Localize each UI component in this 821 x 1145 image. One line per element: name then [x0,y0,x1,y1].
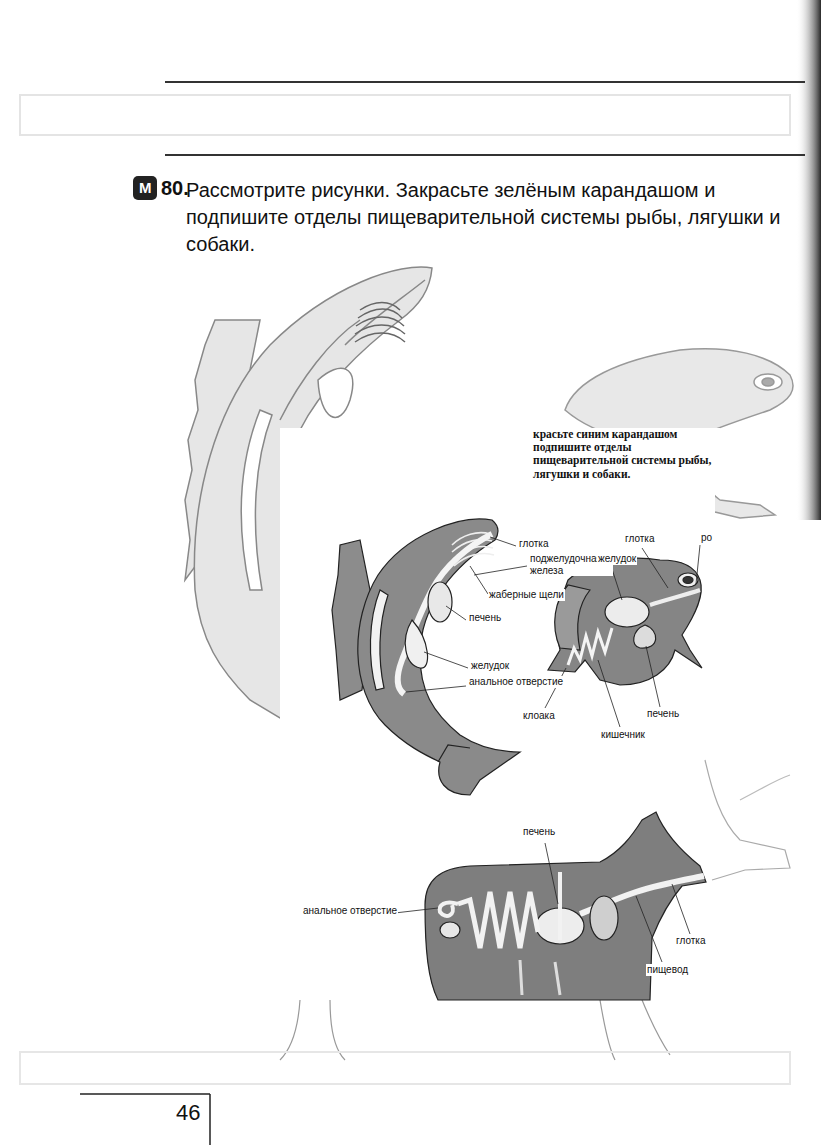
part-label: кишечник [600,729,646,741]
dog-drawing [280,760,790,1060]
task-text: Рассмотрите рисунки. Закрасьте зелёным к… [186,177,798,258]
rule-line [165,154,805,156]
part-label: глотка [624,533,655,545]
method-icon [133,176,157,200]
leader-lines [386,537,700,962]
task-number: 80. [161,177,189,200]
page-rule [209,1094,211,1145]
part-label: глотка [675,935,706,947]
fish-drawing [332,519,520,795]
part-label: желудок [470,660,510,672]
faint-watermark [20,95,790,135]
page-shadow [796,0,821,520]
overlay-text: красьте синим карандашом подпишите отдел… [532,428,720,481]
part-label: анальное отверстие [468,676,564,688]
method-letter: М [139,179,153,196]
frog-drawing [548,558,702,685]
part-label: глотка [518,538,549,550]
page-rule [80,1093,210,1095]
part-label: пищевод [646,964,689,976]
part-label: клоака [522,710,556,722]
part-label: печень [468,612,502,624]
part-label: жаберные щели [488,589,565,601]
page-number: 46 [176,1100,200,1125]
part-label: печень [646,708,680,720]
part-label: печень [522,826,556,838]
part-label: ро [700,532,713,544]
rule-line [165,81,805,83]
faint-watermark [20,1052,790,1084]
part-label: желудок [597,553,637,565]
part-label: анальное отверстие [302,905,398,917]
